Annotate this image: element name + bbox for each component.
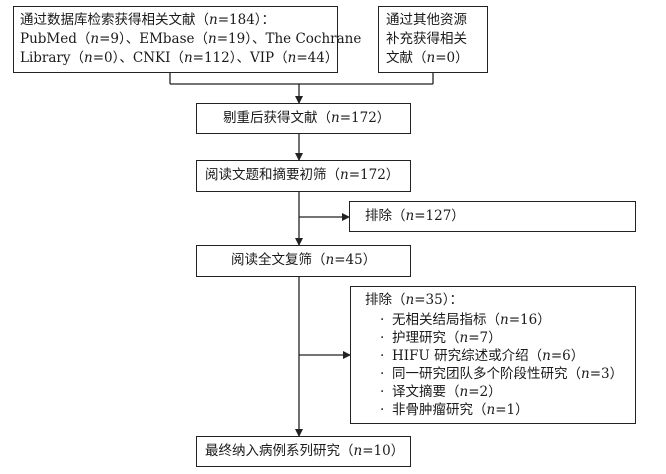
other-sources-line2: 补充获得相关	[386, 31, 467, 47]
fulltext-box	[196, 245, 411, 277]
text: =16）	[508, 312, 551, 328]
n-symbol: n	[208, 31, 217, 47]
text: 非骨肿瘤研究（	[392, 402, 487, 418]
n-symbol: n	[90, 31, 100, 47]
bullet: ·	[380, 402, 385, 418]
dedup-label: 剔重后获得文献（n=172）	[223, 110, 390, 128]
text: =172）	[339, 110, 391, 126]
other-sources-box	[378, 6, 488, 73]
final-inclusion-box	[196, 436, 411, 467]
n-symbol: n	[340, 167, 349, 183]
bullet: ·	[380, 330, 385, 346]
text: HIFU 研究综述或介绍（	[392, 348, 543, 364]
database-search-line1: 通过数据库检索获得相关文献（n=184）：	[20, 12, 275, 30]
text: 剔重后获得文献（	[223, 110, 331, 126]
text: =45）	[334, 252, 377, 268]
n-symbol: n	[353, 443, 363, 459]
n-symbol: n	[542, 348, 551, 364]
list-item: · 非骨肿瘤研究（n=1）	[370, 401, 623, 419]
list-item: · 无相关结局指标（n=16）	[370, 311, 623, 329]
bullet: ·	[380, 312, 385, 328]
text: =6）	[550, 348, 585, 364]
text: 阅读文题和摘要初筛（	[205, 167, 340, 183]
text: 阅读全文复筛（	[231, 252, 326, 268]
n-symbol: n	[325, 252, 335, 268]
text: =7）	[468, 330, 502, 346]
text: =0）、CNKI（	[92, 50, 184, 66]
text: 通过数据库检索获得相关文献（	[20, 12, 209, 28]
n-symbol: n	[459, 330, 469, 346]
text: PubMed（	[20, 31, 91, 47]
n-symbol: n	[486, 402, 496, 418]
text: =9）、EMbase（	[99, 31, 209, 47]
text: =2）	[468, 384, 502, 400]
n-symbol: n	[426, 50, 436, 66]
exclusion-2-title: 排除（n=35）：	[365, 292, 463, 310]
text: =127）	[414, 208, 465, 224]
text: =44）	[296, 50, 339, 66]
n-symbol: n	[183, 50, 193, 66]
other-sources-line3: 文献（n=0）	[386, 50, 469, 68]
database-search-box	[13, 6, 338, 73]
n-symbol: n	[331, 110, 340, 126]
text: 文献（	[386, 50, 427, 66]
fulltext-label: 阅读全文复筛（n=45）	[231, 252, 376, 270]
screening-box	[196, 160, 411, 192]
text: =0）	[435, 50, 469, 66]
exclusion-box-2	[350, 286, 636, 424]
text: =3）	[589, 366, 624, 382]
n-symbol: n	[581, 366, 590, 382]
text: 护理研究（	[392, 330, 460, 346]
text: =35）：	[414, 292, 463, 308]
text: 最终纳入病例系列研究（	[205, 443, 354, 459]
n-symbol: n	[84, 50, 93, 66]
n-symbol: n	[405, 292, 415, 308]
list-item: · 同一研究团队多个阶段性研究（n=3）	[370, 365, 623, 383]
text: 同一研究团队多个阶段性研究（	[392, 366, 581, 382]
n-symbol: n	[405, 208, 415, 224]
bullet: ·	[380, 348, 385, 364]
text: =172）	[348, 167, 400, 183]
text: =184）：	[217, 12, 276, 28]
bullet: ·	[380, 384, 385, 400]
dedup-box	[196, 103, 411, 134]
database-search-line3: Library（n=0）、CNKI（n=112）、VIP（n=44）	[20, 50, 338, 68]
final-inclusion-label: 最终纳入病例系列研究（n=10）	[205, 443, 404, 461]
n-symbol: n	[209, 12, 218, 28]
list-item: · HIFU 研究综述或介绍（n=6）	[370, 347, 623, 365]
exclusion-box-1	[349, 201, 636, 232]
bullet: ·	[380, 366, 385, 382]
text: 译文摘要（	[392, 384, 460, 400]
text: =112）、VIP（	[192, 50, 288, 66]
text: 排除（	[365, 292, 406, 308]
text: =19）、The Cochrane	[216, 31, 362, 47]
screening-label: 阅读文题和摘要初筛（n=172）	[205, 167, 399, 185]
exclusion-reasons-list: ·无相关结局指标（n=16） ·护理研究（n=7） ·HIFU 研究综述或介绍（…	[370, 311, 623, 419]
exclusion-1-label: 排除（n=127）	[365, 208, 465, 226]
n-symbol: n	[500, 312, 509, 328]
text: 排除（	[365, 208, 406, 224]
other-sources-line1: 通过其他资源	[386, 12, 467, 28]
list-item: · 译文摘要（n=2）	[370, 383, 623, 401]
text: 无相关结局指标（	[392, 312, 500, 328]
database-search-line2: PubMed（n=9）、EMbase（n=19）、The Cochrane	[20, 31, 361, 49]
text: =1）	[495, 402, 529, 418]
list-item: · 护理研究（n=7）	[370, 329, 623, 347]
text: Library（	[20, 50, 85, 66]
n-symbol: n	[459, 384, 469, 400]
n-symbol: n	[287, 50, 297, 66]
text: =10）	[362, 443, 405, 459]
